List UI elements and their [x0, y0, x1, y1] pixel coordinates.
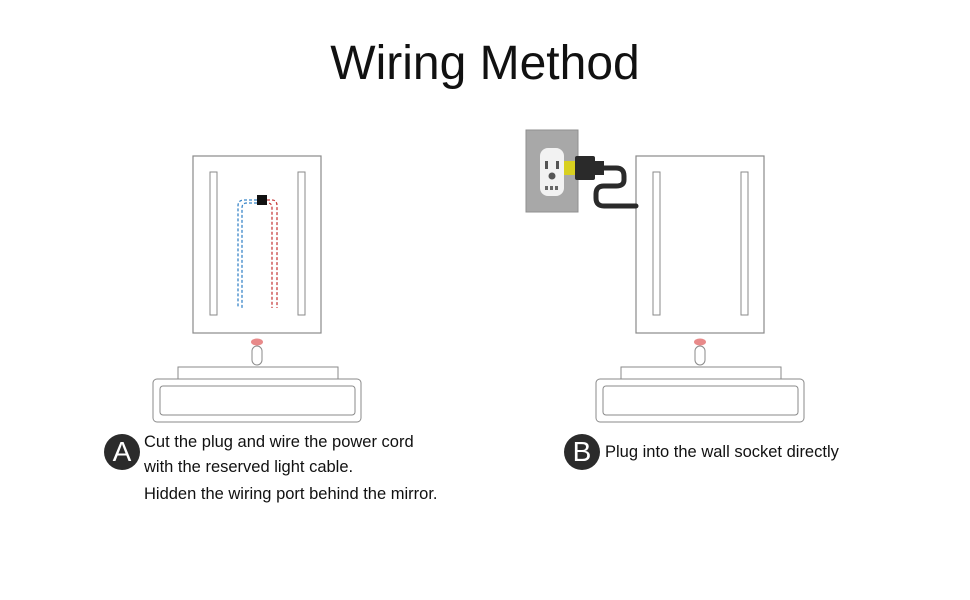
outlet-slot-right — [556, 161, 559, 169]
step-a-line-2: with the reserved light cable. — [144, 458, 354, 476]
plug-neck — [594, 161, 604, 175]
outlet-ground — [548, 172, 556, 180]
outlet-lower-slot-1 — [545, 186, 548, 190]
wire-red-inner — [264, 202, 273, 308]
mirror-a — [192, 155, 322, 334]
step-b-badge: B — [564, 434, 600, 470]
mirror-b-light-left — [652, 171, 661, 316]
power-cord — [593, 165, 639, 209]
sensor-b — [694, 338, 706, 366]
plug-head — [575, 156, 595, 180]
mirror-b-light-right — [740, 171, 749, 316]
shelf-a — [152, 366, 362, 423]
wire-blue-outer — [237, 199, 262, 308]
sensor-b-body — [694, 345, 706, 366]
wire-blue-inner — [241, 202, 262, 308]
shelf-a-inner — [159, 385, 356, 416]
power-plug — [564, 156, 639, 209]
sensor-a — [251, 338, 263, 366]
step-a-line-3: Hidden the wiring port behind the mirror… — [144, 485, 438, 503]
shelf-b — [595, 366, 805, 423]
outlet-face — [540, 148, 564, 196]
sensor-a-body — [251, 345, 263, 366]
sensor-b-light — [694, 338, 706, 346]
shelf-a-top — [177, 366, 339, 380]
sensor-a-light — [251, 338, 263, 346]
step-b-line-1: Plug into the wall socket directly — [605, 443, 839, 461]
shelf-b-top — [620, 366, 782, 380]
step-b-caption: Plug into the wall socket directly — [605, 440, 839, 465]
page-title: Wiring Method — [330, 37, 640, 90]
mirror-b — [635, 155, 765, 334]
step-a-badge: A — [104, 434, 140, 470]
outlet-lower-slot-3 — [555, 186, 558, 190]
shelf-b-inner — [602, 385, 799, 416]
outlet-lower-slot-2 — [550, 186, 553, 190]
wire-connector — [257, 195, 267, 205]
step-a-caption: Cut the plug and wire the power cord wit… — [144, 430, 438, 507]
mirror-a-light-left — [209, 171, 218, 316]
outlet-slot-left — [545, 161, 548, 169]
mirror-a-light-right — [297, 171, 306, 316]
step-a-line-1: Cut the plug and wire the power cord — [144, 433, 414, 451]
wire-red-outer — [262, 199, 278, 308]
plug-prongs — [564, 161, 576, 175]
